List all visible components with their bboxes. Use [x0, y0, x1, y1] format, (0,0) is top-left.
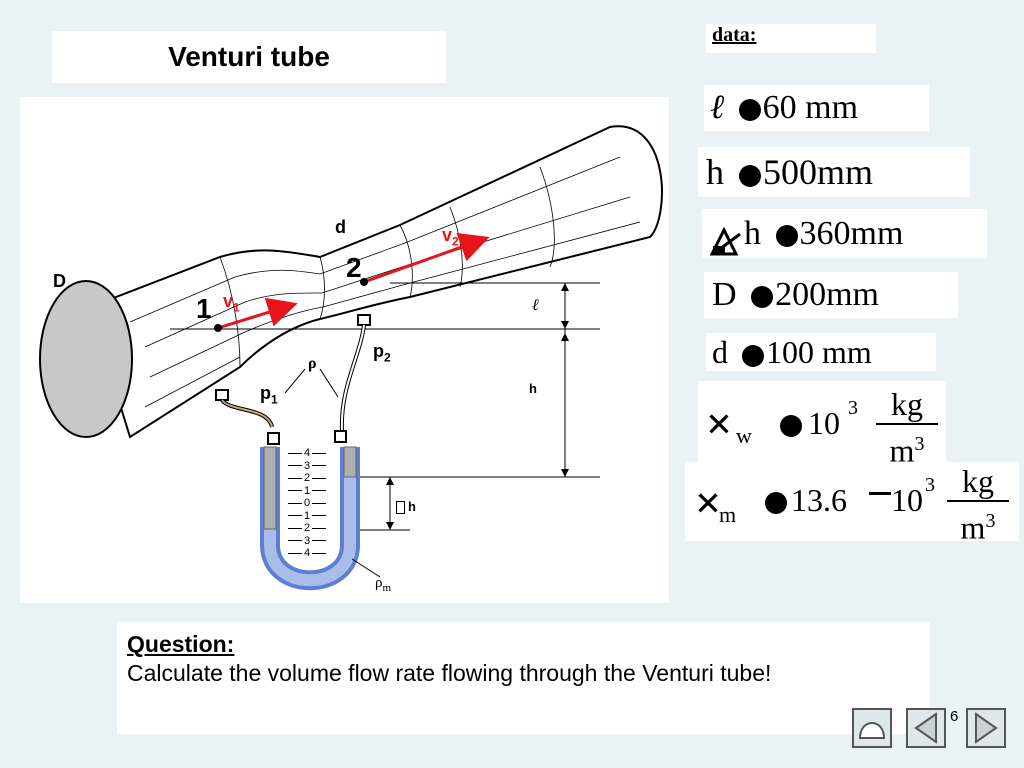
given-rho-w-sub: w: [736, 423, 752, 448]
given-rho-m-base: 10: [891, 482, 923, 518]
given-D-value: 200mm: [775, 276, 879, 313]
given-h-value: 500mm: [763, 152, 874, 192]
page-number: 6: [950, 708, 959, 725]
tube-body: [88, 125, 663, 439]
label-p1: p1: [260, 383, 278, 407]
given-rho-w-mantissa: 10: [808, 405, 840, 441]
scale-tick: 4: [288, 547, 338, 559]
label-l: ℓ: [532, 297, 539, 314]
tube-end-cap: [39, 280, 133, 438]
label-d: d: [335, 217, 346, 237]
given-l-value: 60 mm: [762, 89, 859, 126]
delta-glyph-icon: [709, 221, 744, 256]
bullet-icon: [751, 286, 774, 309]
question-text: Calculate the volume flow rate flowing t…: [127, 660, 772, 686]
bullet-icon: [742, 344, 764, 367]
given-rho-m-symbol: ×: [695, 477, 722, 528]
home-button[interactable]: [852, 708, 892, 748]
given-dh-symbol: h: [744, 215, 761, 252]
given-h: h 500mm: [698, 147, 970, 197]
times-icon: [869, 492, 891, 495]
bullet-icon: [780, 415, 802, 437]
label-2: 2: [346, 252, 362, 283]
given-rho-w-unit-den: m3: [889, 432, 925, 469]
v1-arrow: [217, 297, 298, 330]
given-d-value: 100 mm: [766, 334, 872, 370]
given-rho-w-unit-num: kg: [891, 386, 923, 422]
given-dh: h 360mm: [702, 209, 987, 258]
given-rho-m-unit: kg m3: [947, 464, 1009, 545]
given-rho-w-unit: kg m3: [876, 387, 938, 468]
label-v1: v1: [223, 291, 240, 315]
next-arrow-icon: [966, 708, 1006, 748]
point-2-marker: [360, 278, 368, 286]
prev-arrow-icon: [906, 708, 946, 748]
label-h: h: [529, 381, 537, 396]
given-dh-value: 360mm: [799, 215, 904, 252]
scale-tick: 4: [288, 447, 338, 459]
prev-slide-button[interactable]: [906, 708, 946, 748]
scale-tick: 0: [288, 497, 338, 509]
label-rhom: ρm: [375, 575, 392, 594]
given-h-symbol: h: [706, 152, 724, 192]
label-1: 1: [196, 293, 212, 324]
dimension-lines: [170, 282, 600, 531]
slide-title: Venturi tube: [168, 41, 330, 72]
title-box: Venturi tube: [52, 31, 446, 83]
given-rho-m: × m 13.6 10 3 kg m3: [685, 462, 1019, 545]
delta-small-icon: [396, 501, 405, 515]
given-rho-m-mantissa: 13.6: [791, 482, 847, 518]
given-rho-m-unit-num: kg: [962, 463, 994, 499]
u-tube-manometer: [260, 446, 381, 591]
scale-tick: 1: [288, 510, 338, 522]
bullet-icon: [739, 164, 761, 187]
label-v2: v2: [442, 225, 459, 249]
given-l: ℓ 60 mm: [704, 85, 929, 131]
given-rho-m-exp: 3: [925, 474, 935, 496]
data-header-box: data:: [706, 24, 876, 53]
v2-arrow: [363, 232, 490, 284]
given-rho-m-unit-den: m3: [960, 509, 996, 546]
point-1-marker: [214, 324, 222, 332]
bullet-icon: [738, 99, 761, 122]
given-l-symbol: ℓ: [710, 89, 725, 126]
bullet-icon: [775, 225, 798, 248]
bullet-icon: [765, 492, 787, 514]
scale-tick: 3: [288, 460, 338, 472]
given-rho-w: × w 10 3 kg m3: [698, 381, 946, 468]
given-D: D 200mm: [704, 272, 958, 318]
question-label: Question:: [127, 631, 235, 657]
label-D: D: [53, 271, 66, 291]
given-rho-w-exp: 3: [848, 397, 858, 419]
scale-tick: 3: [288, 535, 338, 547]
fraction-bar: [947, 500, 1009, 502]
given-D-symbol: D: [712, 276, 737, 313]
given-d-symbol: d: [712, 334, 728, 370]
home-icon: [852, 708, 892, 748]
data-header-label: data:: [712, 24, 757, 46]
next-slide-button[interactable]: [966, 708, 1006, 748]
fraction-bar: [876, 423, 938, 425]
question-box: Question: Calculate the volume flow rate…: [117, 622, 930, 734]
scale-tick: 2: [288, 472, 338, 484]
given-d: d 100 mm: [706, 333, 936, 371]
pressure-taps: [215, 314, 371, 445]
label-rho: ρ: [308, 355, 317, 372]
scale-tick: 1: [288, 485, 338, 497]
label-dh: h: [396, 499, 416, 515]
scale-tick: 2: [288, 522, 338, 534]
venturi-diagram-svg: [39, 125, 663, 591]
given-rho-w-symbol: ×: [706, 398, 733, 449]
label-p2: p2: [373, 341, 391, 365]
given-rho-m-sub: m: [719, 502, 737, 527]
